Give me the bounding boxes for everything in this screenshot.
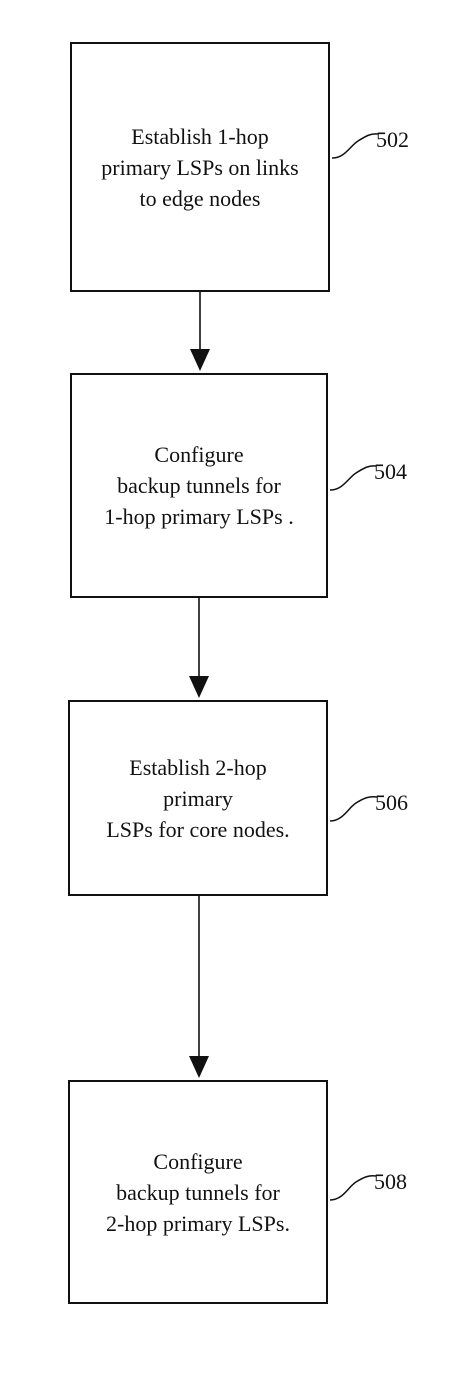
- ref-label-508: 508: [374, 1169, 407, 1194]
- arrow-502-to-504-head: [190, 349, 210, 371]
- step-box-506: Establish 2-hop primary LSPs for core no…: [68, 700, 328, 896]
- step-508-line-1: Configure: [153, 1148, 243, 1174]
- step-box-502: Establish 1-hop primary LSPs on links to…: [70, 42, 330, 292]
- step-508-line-2: backup tunnels for: [116, 1179, 280, 1205]
- step-box-504: Configure backup tunnels for 1-hop prima…: [70, 373, 328, 598]
- step-506-line-2: primary: [163, 785, 233, 811]
- step-502-line-2: primary LSPs on links: [101, 154, 299, 180]
- step-504-line-1: Configure: [154, 442, 244, 467]
- step-502-line-3: to edge nodes: [139, 185, 261, 211]
- ref-label-504: 504: [374, 459, 407, 484]
- step-506-line-1: Establish 2-hop: [129, 754, 267, 780]
- step-504-line-3: 1-hop primary LSPs .: [104, 504, 294, 529]
- leader-508: [329, 1175, 377, 1201]
- ref-label-506: 506: [375, 790, 408, 815]
- arrow-504-to-506-head: [189, 676, 209, 698]
- leader-506: [329, 796, 378, 822]
- step-502-line-1: Establish 1-hop: [131, 123, 269, 149]
- step-506-line-3: LSPs for core nodes.: [106, 816, 290, 842]
- ref-label-502: 502: [376, 127, 409, 152]
- step-508-line-3: 2-hop primary LSPs.: [106, 1210, 290, 1236]
- leader-504: [329, 465, 377, 491]
- step-box-508: Configure backup tunnels for 2-hop prima…: [68, 1080, 328, 1304]
- step-504-line-2: backup tunnels for: [117, 473, 281, 498]
- arrow-506-to-508-head: [189, 1056, 209, 1078]
- leader-502: [331, 133, 379, 159]
